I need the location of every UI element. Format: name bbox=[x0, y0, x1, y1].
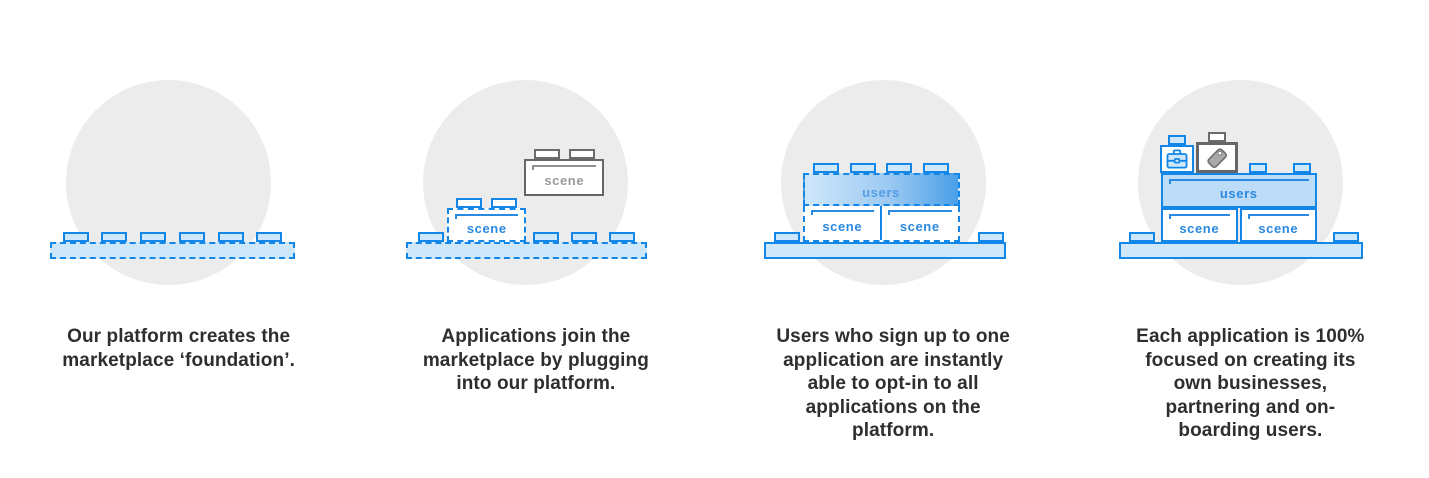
stud bbox=[256, 232, 283, 242]
floating-app-studs bbox=[524, 149, 604, 159]
illustration-application-business: users scene scene bbox=[1072, 0, 1429, 300]
stud bbox=[609, 232, 636, 242]
panel-applications-join: scene scene Applications join the market… bbox=[357, 0, 714, 443]
illustration-foundation bbox=[0, 0, 357, 300]
illustration-applications-join: scene scene bbox=[357, 0, 714, 300]
briefcase-brick-stud bbox=[1160, 135, 1194, 145]
stud bbox=[101, 232, 128, 242]
baseplate-brick bbox=[406, 242, 648, 259]
stud bbox=[1128, 232, 1155, 242]
briefcase-brick bbox=[1159, 145, 1194, 173]
scene-brick-left: scene bbox=[805, 206, 882, 240]
caption-application-business: Each application is 100% focused on crea… bbox=[1136, 326, 1365, 441]
users-brick-studs bbox=[803, 163, 960, 173]
stud bbox=[568, 149, 595, 159]
stud bbox=[178, 232, 205, 242]
panel-users-opt-in: users scene scene Users who sign up to o… bbox=[715, 0, 1072, 443]
baseplate-brick bbox=[50, 242, 295, 259]
brick-shine bbox=[888, 210, 952, 215]
tag-brick-stud bbox=[1196, 132, 1238, 142]
baseplate-studs bbox=[50, 232, 295, 242]
scene-brick-right: scene bbox=[882, 206, 958, 240]
stud bbox=[418, 232, 445, 242]
stud bbox=[849, 163, 876, 173]
briefcase-icon bbox=[1166, 149, 1188, 169]
scene-bricks-row: scene scene bbox=[802, 206, 960, 242]
brick-label: users bbox=[1219, 186, 1258, 201]
baseplate-studs bbox=[406, 232, 647, 242]
stud bbox=[1248, 163, 1267, 173]
brick-label: scene bbox=[466, 220, 507, 236]
baseplate-brick bbox=[763, 242, 1006, 259]
plugged-app-studs bbox=[447, 198, 526, 208]
brick-shine bbox=[1168, 179, 1309, 184]
baseplate-brick bbox=[1118, 242, 1363, 259]
scene-brick-left: scene bbox=[1160, 208, 1238, 242]
stud bbox=[217, 232, 244, 242]
stud bbox=[1292, 163, 1311, 173]
caption-users-opt-in: Users who sign up to one application are… bbox=[776, 326, 1010, 441]
floating-app-brick: scene bbox=[524, 159, 605, 196]
tag-brick bbox=[1195, 142, 1238, 173]
caption-foundation: Our platform creates the marketplace ‘fo… bbox=[62, 326, 295, 371]
tag-icon bbox=[1204, 145, 1230, 171]
scene-brick-right: scene bbox=[1239, 208, 1317, 242]
stud bbox=[491, 198, 518, 208]
lego-platform-diagram: Our platform creates the marketplace ‘fo… bbox=[0, 0, 1429, 443]
stud bbox=[977, 232, 1004, 242]
brick-label: scene bbox=[1258, 220, 1299, 236]
stud bbox=[456, 198, 483, 208]
brick-label: scene bbox=[822, 218, 863, 234]
stud bbox=[62, 232, 89, 242]
stud bbox=[886, 163, 913, 173]
panel-foundation: Our platform creates the marketplace ‘fo… bbox=[0, 0, 357, 443]
stud bbox=[1332, 232, 1359, 242]
brick-label: scene bbox=[1179, 220, 1220, 236]
users-brick-studs bbox=[1248, 163, 1311, 173]
brick-shine bbox=[455, 214, 519, 219]
brick-label: scene bbox=[544, 173, 585, 188]
brick-label: scene bbox=[899, 218, 940, 234]
caption-applications-join: Applications join the marketplace by plu… bbox=[422, 326, 649, 394]
users-brick: users bbox=[802, 173, 960, 206]
illustration-users-opt-in: users scene scene bbox=[715, 0, 1072, 300]
plugged-app-brick: scene bbox=[447, 208, 527, 242]
brick-shine bbox=[532, 165, 597, 170]
stud bbox=[773, 232, 800, 242]
stud bbox=[532, 232, 559, 242]
brick-shine bbox=[810, 210, 874, 215]
stud bbox=[140, 232, 167, 242]
users-brick: users bbox=[1160, 173, 1317, 208]
brick-shine bbox=[1247, 214, 1309, 219]
stud bbox=[813, 163, 840, 173]
stud bbox=[1167, 135, 1186, 145]
stud bbox=[922, 163, 949, 173]
panel-application-business: users scene scene bbox=[1072, 0, 1429, 443]
stud bbox=[1207, 132, 1226, 142]
stud bbox=[533, 149, 560, 159]
brick-label: users bbox=[862, 185, 900, 200]
brick-shine bbox=[1168, 214, 1230, 219]
stud bbox=[570, 232, 597, 242]
